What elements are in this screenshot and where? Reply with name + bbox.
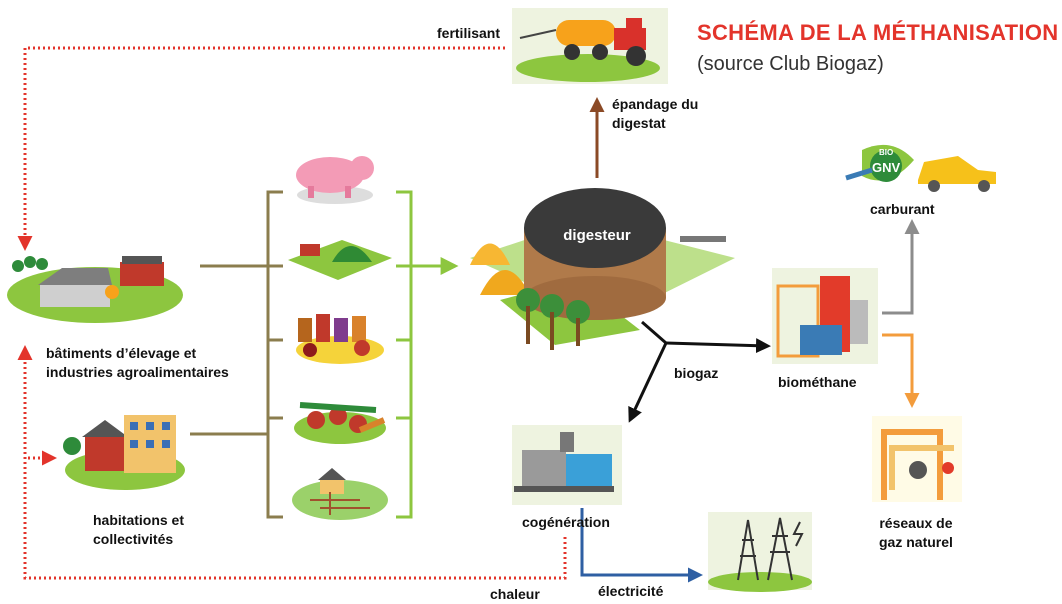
- habitations-label: habitations et collectivités: [93, 511, 184, 549]
- epandage-label-line1: épandage du: [612, 96, 699, 112]
- car-icon: [918, 156, 996, 192]
- epandage-label: épandage du digestat: [612, 95, 698, 133]
- carburant-arrow: [882, 219, 920, 315]
- chaleur-flow: [17, 345, 567, 580]
- tractor-icon: [512, 8, 668, 84]
- biogaz-label: biogaz: [674, 365, 719, 381]
- input-bracket-right: [396, 190, 459, 519]
- batiments-label-line2: industries agroalimentaires: [46, 364, 229, 380]
- digesteur-label: digesteur: [563, 227, 631, 244]
- digester-icon: [470, 188, 735, 350]
- reseaux-label: réseaux de gaz naturel: [879, 514, 953, 552]
- vegetables-icon: [294, 402, 386, 444]
- epandage-label-line2: digestat: [612, 115, 666, 131]
- pig-icon: [296, 156, 374, 204]
- habitations-label-line1: habitations et: [93, 512, 185, 528]
- diagram-title: SCHÉMA DE LA MÉTHANISATION: [697, 20, 1059, 45]
- power-pylons-icon: [708, 512, 812, 592]
- gas-pipes-icon: [872, 416, 962, 502]
- biomethane-label: biométhane: [778, 374, 857, 390]
- grass-icon: [288, 240, 392, 280]
- farm-icon: [7, 256, 183, 323]
- sewage-icon: [292, 468, 388, 520]
- biogaz-arrows: [628, 320, 771, 423]
- input-bracket-left: [190, 190, 283, 519]
- diagram-subtitle: (source Club Biogaz): [697, 53, 884, 75]
- bio-badge-text: BIO: [879, 148, 893, 157]
- biomethane-plant-icon: [772, 268, 878, 364]
- reseaux-label-line1: réseaux de: [879, 515, 953, 531]
- gnv-badge-icon: BIO GNV: [845, 144, 914, 182]
- houses-icon: [63, 415, 185, 490]
- electricite-arrow: [580, 508, 703, 583]
- habitations-label-line2: collectivités: [93, 531, 174, 547]
- cogeneration-label: cogénération: [522, 514, 610, 530]
- fertilisant-flow: [17, 46, 505, 251]
- gas-network-arrow: [882, 333, 920, 408]
- batiments-label-line1: bâtiments d’élevage et: [46, 345, 197, 361]
- electricite-label: électricité: [598, 583, 664, 599]
- batiments-label: bâtiments d’élevage et industries agroal…: [46, 344, 229, 382]
- cogeneration-engine-icon: [512, 425, 622, 505]
- carburant-label: carburant: [870, 201, 935, 217]
- gnv-badge-text: GNV: [872, 160, 901, 175]
- reseaux-label-line2: gaz naturel: [879, 534, 953, 550]
- fertilisant-label: fertilisant: [437, 25, 501, 41]
- chaleur-label: chaleur: [490, 586, 540, 602]
- food-waste-icon: [296, 314, 384, 364]
